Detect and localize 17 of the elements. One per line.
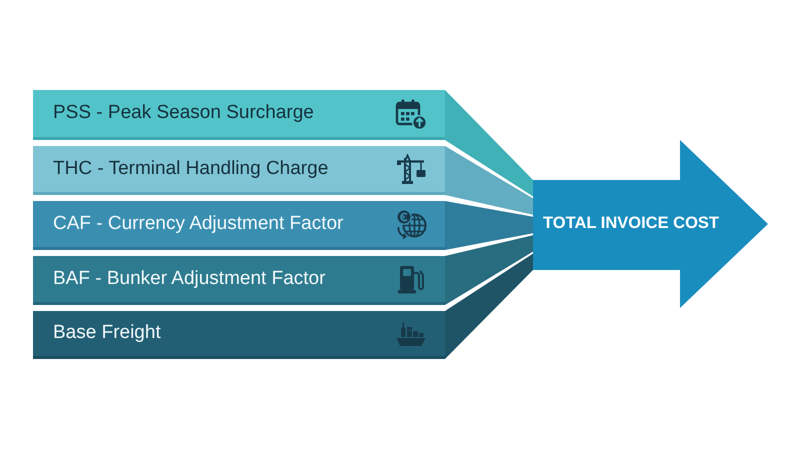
funnel-band [445,201,533,250]
cost-label: CAF - Currency Adjustment Factor [53,212,344,236]
cost-label: Base Freight [53,322,161,345]
cost-bar [33,201,445,250]
result-label: TOTAL INVOICE COST [543,214,720,234]
funnel-band [445,235,533,305]
cost-label: BAF - Bunker Adjustment Factor [53,268,326,290]
funnel-band [445,146,533,215]
cost-label: THC - Terminal Handling Charge [53,158,328,180]
arrow-shape [533,140,768,308]
cost-bar [33,146,445,195]
cost-label: PSS - Peak Season Surcharge [53,102,314,125]
funnel-band [445,254,533,359]
cost-bar [33,256,445,305]
cost-bar [33,311,445,359]
funnel-band [445,90,533,196]
cost-bar [33,90,445,140]
